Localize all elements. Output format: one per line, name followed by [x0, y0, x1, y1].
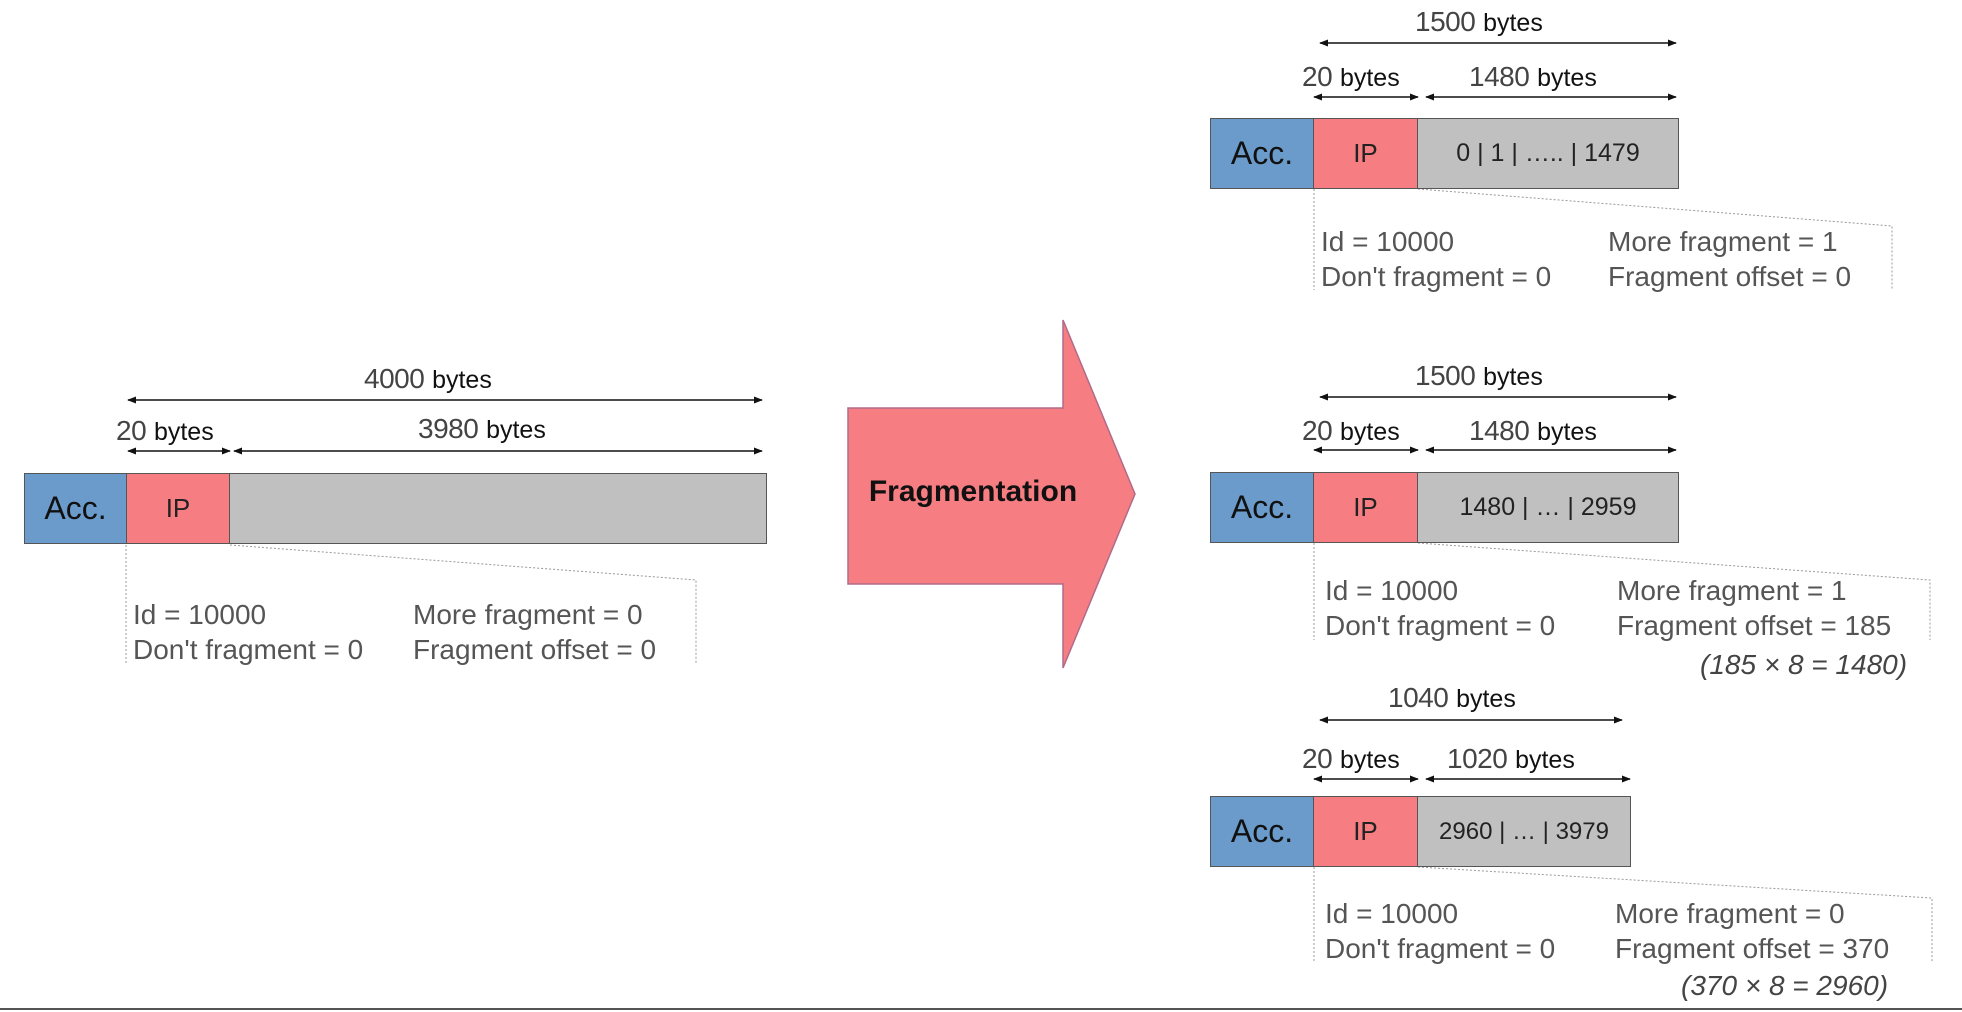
original-mf-field: More fragment = 0: [413, 599, 643, 630]
frag1-offset-field: Fragment offset = 0: [1608, 261, 1852, 292]
frag3-mf-field: More fragment = 0: [1615, 898, 1845, 929]
original-payload-block: [230, 473, 767, 544]
frag3-total-unit: bytes: [1456, 685, 1516, 713]
original-data-value: 3980: [418, 413, 479, 444]
frag3-acc-block: Acc.: [1210, 796, 1314, 867]
original-id-field: Id = 10000: [133, 599, 267, 630]
frag2-data-label: 1480 bytes: [1469, 415, 1597, 447]
frag2-header-callout: [1417, 542, 1931, 640]
frag2-df-field: Don't fragment = 0: [1325, 610, 1556, 641]
frag3-total-value: 1040: [1388, 682, 1449, 713]
frag3-ip-block: IP: [1314, 796, 1418, 867]
frag3-id-field: Id = 10000: [1325, 898, 1459, 929]
frag2-ip-block: IP: [1314, 472, 1418, 543]
fragmentation-arrow-label: Fragmentation: [868, 475, 1078, 508]
frag1-header-value: 20: [1302, 61, 1333, 92]
frag2-offset-field: Fragment offset = 185: [1617, 610, 1892, 641]
frag3-offset-field: Fragment offset = 370: [1615, 933, 1890, 964]
frag1-data-value: 1480: [1469, 61, 1530, 92]
frag1-header-unit: bytes: [1339, 64, 1400, 92]
frag1-acc-block: Acc.: [1210, 118, 1314, 189]
frag1-df-field: Don't fragment = 0: [1321, 261, 1552, 292]
bottom-border-line: [0, 1008, 1962, 1010]
frag3-data-label: 1020 bytes: [1447, 743, 1575, 775]
frag2-id-field: Id = 10000: [1325, 575, 1459, 606]
frag3-header-callout: [1417, 866, 1933, 962]
frag1-payload-block: 0 | 1 | ….. | 1479: [1418, 118, 1679, 189]
original-ip-block: IP: [127, 473, 230, 544]
frag2-header-unit: bytes: [1339, 418, 1400, 446]
frag2-payload-block: 1480 | … | 2959: [1418, 472, 1679, 543]
original-total-value: 4000: [364, 363, 425, 394]
original-header-label: 20 bytes: [116, 415, 214, 447]
frag1-header-fields-right: More fragment = 1 Fragment offset = 0: [1608, 224, 1851, 294]
frag3-df-field: Don't fragment = 0: [1325, 933, 1556, 964]
frag1-mf-field: More fragment = 1: [1608, 226, 1838, 257]
frag3-header-label: 20 bytes: [1302, 743, 1400, 775]
original-total-unit: bytes: [432, 366, 492, 394]
frag2-total-value: 1500: [1415, 360, 1476, 391]
frag2-total-unit: bytes: [1483, 363, 1543, 391]
frag2-header-label: 20 bytes: [1302, 415, 1400, 447]
frag3-header-fields-left: Id = 10000 Don't fragment = 0: [1325, 896, 1555, 966]
original-header-value: 20: [116, 415, 147, 446]
original-data-label: 3980 bytes: [418, 413, 546, 445]
original-header-unit: bytes: [153, 418, 214, 446]
frag1-data-unit: bytes: [1537, 64, 1597, 92]
frag3-header-unit: bytes: [1339, 746, 1400, 774]
frag1-total-unit: bytes: [1483, 9, 1543, 37]
frag3-offset-calculation: (370 × 8 = 2960): [1681, 970, 1889, 1001]
frag2-data-unit: bytes: [1537, 418, 1597, 446]
frag2-header-value: 20: [1302, 415, 1333, 446]
original-offset-field: Fragment offset = 0: [413, 634, 657, 665]
frag1-id-field: Id = 10000: [1321, 226, 1455, 257]
frag3-total-label: 1040 bytes: [1388, 682, 1516, 714]
frag3-data-value: 1020: [1447, 743, 1508, 774]
frag2-header-fields-right: More fragment = 1 Fragment offset = 185: [1617, 573, 1891, 643]
frag2-data-value: 1480: [1469, 415, 1530, 446]
frag1-header-fields-left: Id = 10000 Don't fragment = 0: [1321, 224, 1551, 294]
frag1-ip-block: IP: [1314, 118, 1418, 189]
frag3-header-value: 20: [1302, 743, 1333, 774]
frag1-total-label: 1500 bytes: [1415, 6, 1543, 38]
original-df-field: Don't fragment = 0: [133, 634, 364, 665]
frag2-offset-calculation: (185 × 8 = 1480): [1700, 649, 1908, 680]
frag2-acc-block: Acc.: [1210, 472, 1314, 543]
frag2-mf-field: More fragment = 1: [1617, 575, 1847, 606]
frag1-total-value: 1500: [1415, 6, 1476, 37]
frag2-header-fields-left: Id = 10000 Don't fragment = 0: [1325, 573, 1555, 643]
frag1-header-label: 20 bytes: [1302, 61, 1400, 93]
original-data-unit: bytes: [486, 416, 546, 444]
original-acc-block: Acc.: [24, 473, 127, 544]
original-header-fields-right: More fragment = 0 Fragment offset = 0: [413, 597, 656, 667]
frag3-data-unit: bytes: [1515, 746, 1575, 774]
frag2-total-label: 1500 bytes: [1415, 360, 1543, 392]
fragmentation-arrow: [847, 319, 1136, 669]
original-total-label: 4000 bytes: [364, 363, 492, 395]
frag3-payload-block: 2960 | … | 3979: [1418, 796, 1631, 867]
frag1-data-label: 1480 bytes: [1469, 61, 1597, 93]
frag3-header-fields-right: More fragment = 0 Fragment offset = 370: [1615, 896, 1889, 966]
original-header-fields-left: Id = 10000 Don't fragment = 0: [133, 597, 363, 667]
